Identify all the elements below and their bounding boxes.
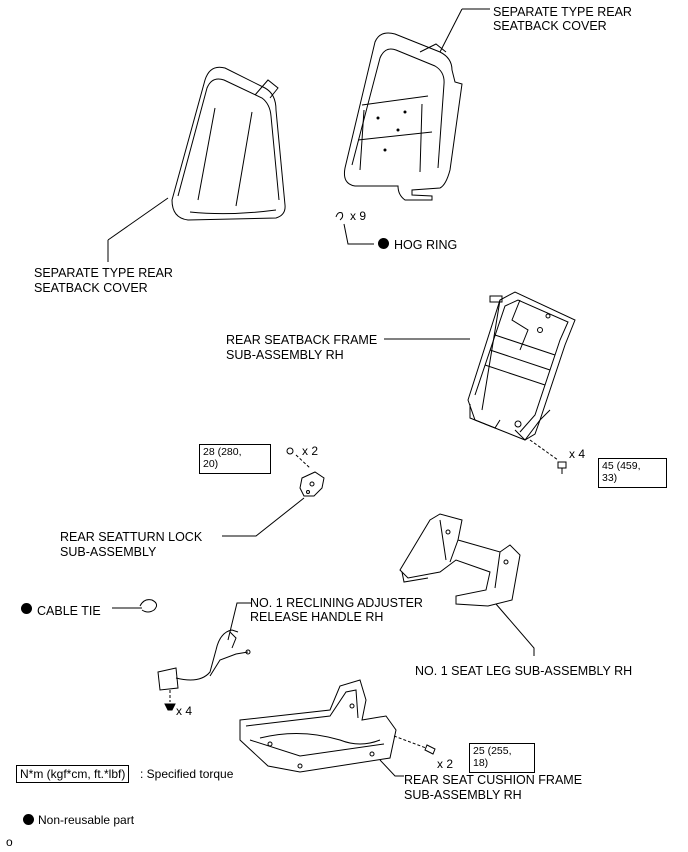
label-cover-rh-line2: SEATBACK COVER [493,19,607,33]
label-cable-tie: CABLE TIE [37,604,101,618]
leader-cover-rh [439,8,463,53]
label-frame-line1: REAR SEATBACK FRAME [226,333,378,347]
release-handle-illustration [157,629,251,691]
legend-nonreusable-bullet [23,814,34,825]
turn-lock-illustration [286,447,325,497]
nonreusable-bullet-cable-tie [21,603,32,614]
torque-turn-lock-line1: 28 (280, [203,446,242,458]
legend-torque-units: N*m (kgf*cm, ft.*lbf) [16,765,130,783]
seatback-frame-illustration [467,291,576,441]
label-handle-line1: NO. 1 RECLINING ADJUSTER [250,596,423,610]
qty-handle-screw: x 4 [176,704,193,718]
handle-screw-illustration [164,703,176,711]
label-cover-rh-line1: SEPARATE TYPE REAR [493,5,632,19]
torque-box-cushion: 25 (255, 18) [469,743,535,773]
cable-tie-illustration [112,599,158,613]
label-turn-lock-line1: REAR SEATTURN LOCK [60,530,203,544]
cushion-bolt-illustration [424,744,436,755]
leader-turn-lock [222,497,305,537]
label-hog-ring: HOG RING [394,238,458,252]
leader-cover-lh [107,197,169,241]
label-frame-line2: SUB-ASSEMBLY RH [226,348,344,362]
torque-box-turn-lock: 28 (280, 20) [199,444,271,474]
leader-frame-bolt [529,439,559,461]
torque-box-frame: 45 (459, 33) [598,458,667,488]
hog-ring-illustration [335,212,374,245]
label-cushion-line1: REAR SEAT CUSHION FRAME [404,773,583,787]
label-cover-lh-line1: SEPARATE TYPE REAR [34,266,173,280]
torque-turn-lock-line2: 20) [203,458,219,470]
torque-cushion-line1: 25 (255, [473,745,512,757]
seatback-cover-lh-illustration [171,66,286,221]
label-handle-line2: RELEASE HANDLE RH [250,610,384,624]
nonreusable-bullet-hog-ring [378,238,389,249]
torque-cushion-line2: 18) [473,757,489,769]
label-cover-lh-line2: SEATBACK COVER [34,281,148,295]
qty-hog-ring: x 9 [350,209,367,223]
legend-torque-desc: : Specified torque [140,767,234,781]
qty-turn-lock-nut: x 2 [302,444,319,458]
frame-bolt-illustration [557,461,567,474]
label-seat-leg: NO. 1 SEAT LEG SUB-ASSEMBLY RH [415,664,633,678]
label-turn-lock-line2: SUB-ASSEMBLY [60,545,157,559]
leader-cushion [379,759,404,777]
torque-frame-line2: 33) [602,472,618,484]
corner-mark: o [6,835,13,849]
torque-frame-line1: 45 (459, [602,460,641,472]
leader-cushion-bolt [393,735,427,749]
qty-cushion-bolt: x 2 [437,757,454,771]
leader-seat-leg [495,603,535,656]
cushion-frame-illustration [239,679,397,773]
legend-nonreusable: Non-reusable part [38,813,135,827]
seatback-cover-rh-illustration [344,32,463,201]
leader-handle [227,602,252,641]
label-cushion-line2: SUB-ASSEMBLY RH [404,788,522,802]
qty-frame-bolt: x 4 [569,447,586,461]
seat-leg-illustration [399,513,521,607]
